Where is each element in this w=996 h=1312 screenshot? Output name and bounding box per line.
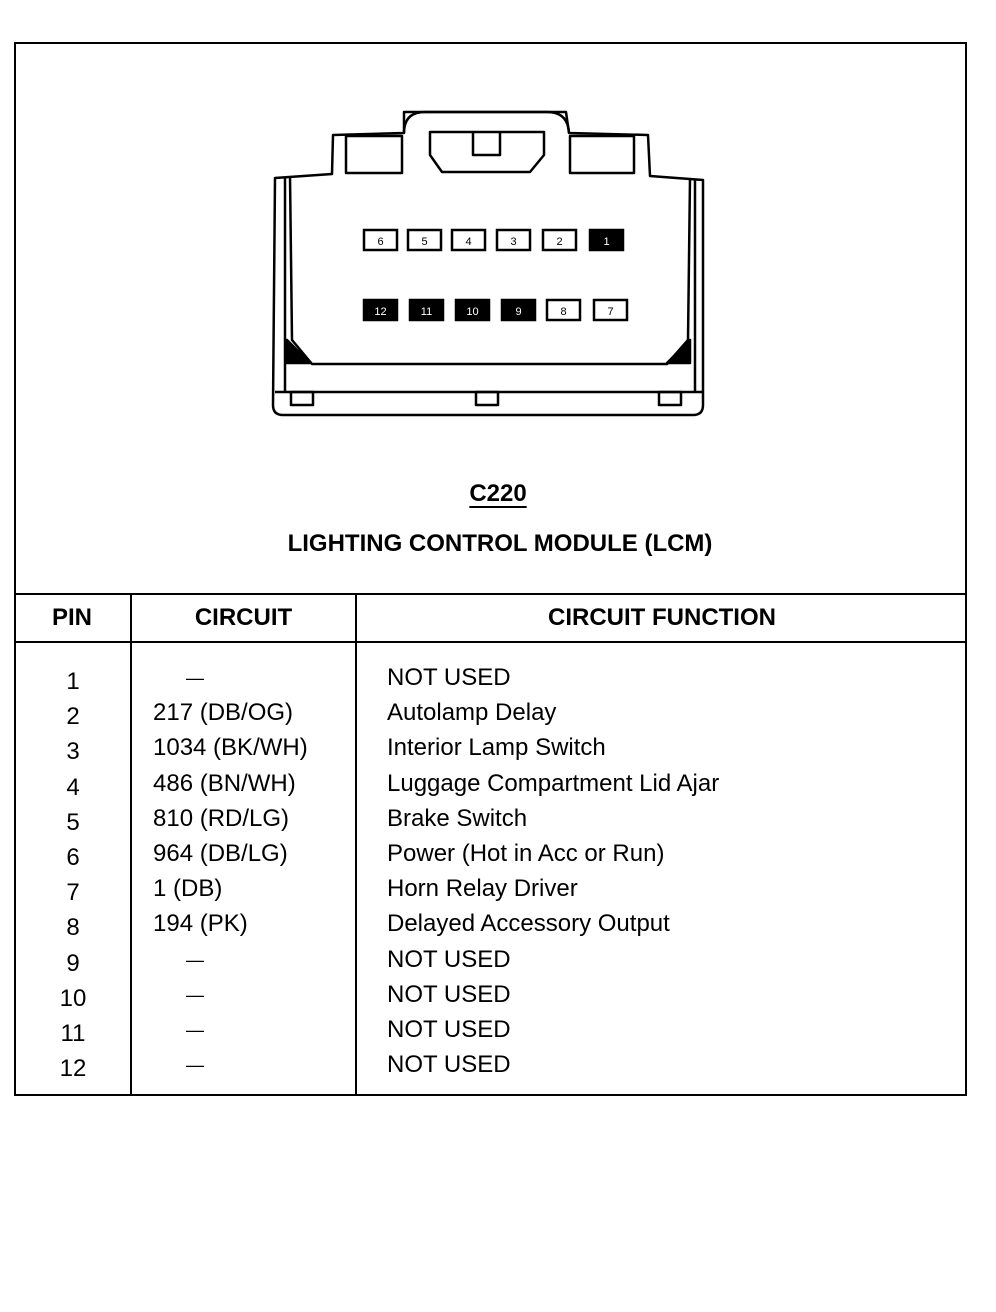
connector-id: C220 (469, 480, 527, 507)
circuit-value: — (186, 949, 204, 970)
pin-row-bottom: 12 11 10 9 8 7 (362, 298, 629, 322)
column-divider (130, 595, 132, 1096)
pin-8: 8 (545, 298, 582, 322)
header-function: CIRCUIT FUNCTION (548, 604, 776, 631)
table-row: 6 964 (DB/LG) Power (Hot in Acc or Run) (14, 840, 967, 875)
diagram-frame (14, 42, 967, 1096)
circuit-function: Luggage Compartment Lid Ajar (387, 769, 720, 797)
pin-2: 2 (541, 228, 578, 252)
pin-label: 9 (515, 306, 521, 318)
pin-label: 4 (465, 236, 471, 248)
pin-number: 3 (66, 738, 80, 766)
pin-label: 10 (466, 306, 478, 318)
circuit-value: — (186, 1019, 204, 1040)
circuit-function: NOT USED (387, 1015, 511, 1043)
circuit-value: 1 (DB) (153, 875, 223, 903)
table-row: 11 — NOT USED (14, 1016, 967, 1051)
pin-number: 11 (60, 1019, 86, 1047)
circuit-value: 217 (DB/OG) (153, 699, 294, 727)
pin-1: 1 (588, 228, 625, 252)
pin-number: 5 (66, 808, 80, 836)
table-row: 9 — NOT USED (14, 946, 967, 981)
circuit-function: NOT USED (387, 664, 511, 691)
pin-label: 2 (556, 236, 562, 248)
table-row: 5 810 (RD/LG) Brake Switch (14, 805, 967, 840)
pin-7: 7 (592, 298, 629, 322)
table-row: 3 1034 (BK/WH) Interior Lamp Switch (14, 734, 967, 769)
connector-cavity (288, 175, 692, 366)
pin-3: 3 (495, 228, 532, 252)
circuit-function: NOT USED (387, 980, 511, 1008)
header-pin: PIN (51, 604, 92, 631)
table-row: 8 194 (PK) Delayed Accessory Output (14, 910, 967, 945)
circuit-function: Brake Switch (387, 804, 528, 832)
circuit-value: 810 (RD/LG) (153, 804, 290, 832)
table-row: 10 — NOT USED (14, 981, 967, 1016)
table-row: 1 — NOT USED (14, 664, 967, 699)
pin-5: 5 (406, 228, 443, 252)
pin-label: 3 (510, 236, 516, 248)
pin-10: 10 (454, 298, 491, 322)
circuit-value: 486 (BN/WH) (153, 769, 296, 797)
pin-number: 8 (66, 914, 80, 942)
pin-number: 1 (66, 668, 80, 695)
header-circuit: CIRCUIT (194, 604, 293, 631)
pin-label: 7 (607, 306, 613, 318)
pin-number: 10 (59, 984, 87, 1012)
circuit-value: — (186, 1055, 204, 1076)
column-divider (355, 595, 357, 1096)
pin-label: 6 (377, 236, 383, 248)
table-row: 12 — NOT USED (14, 1051, 967, 1086)
pin-9: 9 (500, 298, 537, 322)
circuit-value: 964 (DB/LG) (153, 839, 288, 867)
table-row: 7 1 (DB) Horn Relay Driver (14, 875, 967, 910)
pin-label: 5 (421, 236, 427, 248)
pin-label: 12 (374, 306, 386, 318)
table-top-border (14, 593, 967, 595)
pin-11: 11 (408, 298, 445, 322)
table-row: 4 486 (BN/WH) Luggage Compartment Lid Ajar (14, 770, 967, 805)
connector-latch (402, 110, 571, 134)
circuit-value: — (186, 668, 204, 688)
circuit-function: NOT USED (387, 1051, 511, 1079)
pin-label: 8 (560, 306, 566, 318)
table-header-border (14, 641, 967, 643)
circuit-value: 1034 (BK/WH) (153, 734, 308, 762)
pin-number: 12 (59, 1055, 87, 1083)
circuit-function: Interior Lamp Switch (387, 734, 606, 762)
pin-6: 6 (362, 228, 399, 252)
pin-label: 11 (421, 306, 432, 318)
pin-number: 7 (66, 879, 80, 907)
pin-number: 4 (66, 773, 80, 801)
pin-number: 2 (66, 703, 80, 731)
connector-drawing: 6 5 4 3 2 1 12 11 10 9 8 7 (271, 110, 705, 417)
circuit-function: Delayed Accessory Output (387, 910, 670, 938)
circuit-function: NOT USED (387, 945, 511, 973)
circuit-function: Power (Hot in Acc or Run) (387, 839, 665, 867)
pin-row-top: 6 5 4 3 2 1 (362, 228, 625, 252)
pin-number: 6 (66, 843, 80, 871)
pin-label: 1 (603, 236, 609, 248)
circuit-value: 194 (PK) (153, 910, 248, 938)
table-row: 2 217 (DB/OG) Autolamp Delay (14, 699, 967, 734)
pin-12: 12 (362, 298, 399, 322)
circuit-function: Autolamp Delay (387, 699, 557, 727)
circuit-value: — (186, 984, 204, 1005)
pin-4: 4 (450, 228, 487, 252)
connector-name: LIGHTING CONTROL MODULE (LCM) (287, 530, 713, 557)
pin-number: 9 (66, 949, 80, 977)
connector-outline (271, 110, 705, 417)
circuit-function: Horn Relay Driver (387, 875, 578, 903)
